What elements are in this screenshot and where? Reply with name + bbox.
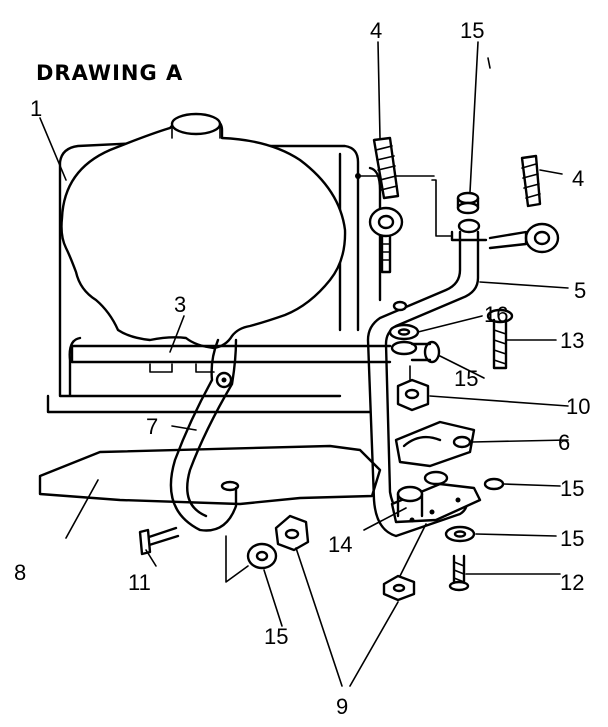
spring-eyebolt-left (368, 136, 404, 274)
bolt-12 (486, 308, 514, 370)
fuel-tank (60, 112, 347, 350)
leader-lines (39, 41, 569, 687)
callout-1: 1 (30, 96, 42, 121)
callout-14: 15 (560, 526, 584, 551)
callout-11: 12 (560, 570, 584, 595)
callout-4-right: 4 (572, 166, 584, 191)
pin-15 (483, 477, 505, 491)
callout-7: 8 (14, 560, 26, 585)
callout-3: 7 (146, 414, 158, 439)
screw-11 (448, 554, 470, 592)
callout-13: 14 (328, 532, 352, 557)
nut-8-lower (382, 523, 427, 602)
screw-10 (138, 526, 180, 556)
washer-15-lower (225, 535, 278, 583)
washer-14 (444, 525, 476, 543)
spring-eyebolt-right (488, 154, 560, 254)
nut-9 (396, 365, 430, 412)
clamp-13 (390, 470, 482, 524)
callout-2: 6 (558, 430, 570, 455)
callout-5: 5 (574, 278, 586, 303)
handle-rod (70, 344, 392, 373)
clamp-2 (394, 420, 476, 468)
drawing-title: DRAWING A (36, 61, 183, 85)
base-plate (38, 444, 382, 506)
callout-8: 9 (336, 694, 348, 719)
callout-15-middle: 15 (454, 366, 478, 391)
nut-8-middle (274, 514, 310, 552)
callout-15-top: 15 (460, 18, 484, 43)
callout-10: 11 (128, 570, 151, 595)
strap (169, 338, 238, 532)
callout-15-right: 15 (560, 476, 584, 501)
callout-16: 16 (484, 302, 508, 327)
callout-12: 13 (560, 328, 584, 353)
spacer-top (456, 191, 480, 215)
callouts: 1 6 7 4 4 5 3 8 9 10 11 12 13 14 15 15 1… (14, 18, 590, 719)
callout-6: 3 (174, 292, 186, 317)
callout-9: 10 (566, 394, 590, 419)
washer-group (388, 323, 441, 364)
callout-4-left: 4 (370, 18, 382, 43)
callout-15-lower: 15 (264, 624, 288, 649)
